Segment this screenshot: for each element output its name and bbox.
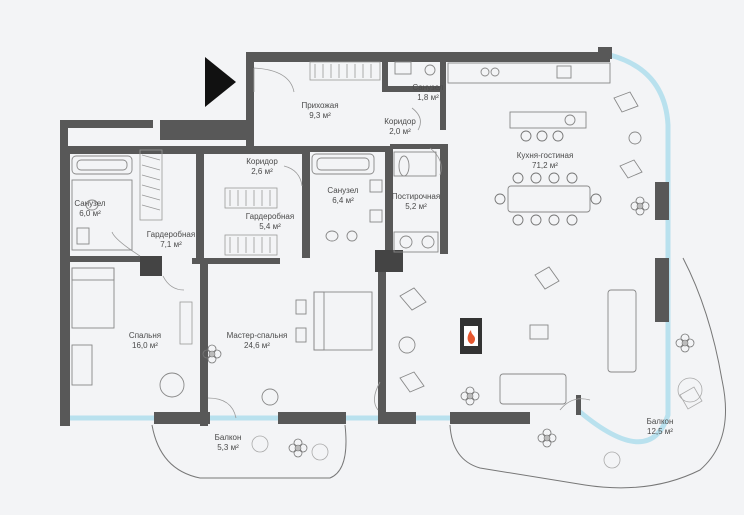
svg-text:5,4 м²: 5,4 м² xyxy=(259,222,281,231)
washing-machine-icon xyxy=(393,231,439,253)
svg-text:9,3 м²: 9,3 м² xyxy=(309,111,331,120)
balcony-outline-large xyxy=(449,257,727,489)
room-label-corridor-1: Коридор 2,0 м² xyxy=(384,117,416,136)
svg-text:Кухня-гостиная: Кухня-гостиная xyxy=(517,151,574,160)
room-label-wardrobe-left: Гардеробная 7,1 м² xyxy=(147,230,195,249)
room-label-laundry: Постирочная 5,2 м² xyxy=(392,192,440,211)
room-label-balcony-small: Балкон 5,3 м² xyxy=(215,433,242,452)
svg-text:6,0 м²: 6,0 м² xyxy=(79,209,101,218)
wardrobe-icon xyxy=(139,149,163,221)
walls xyxy=(60,47,669,426)
entrance-arrow-icon xyxy=(205,57,236,107)
fireplace-icon xyxy=(460,318,482,354)
svg-text:Коридор: Коридор xyxy=(384,117,416,126)
balcony-furniture xyxy=(251,377,703,469)
master-bed-icon xyxy=(261,287,427,406)
dining-table-icon xyxy=(494,172,602,226)
svg-text:Мастер-спальня: Мастер-спальня xyxy=(227,331,288,340)
sofa-icon xyxy=(607,289,637,373)
toilet-icon xyxy=(325,230,339,242)
bed-icon xyxy=(71,267,185,398)
room-label-bath-middle: Санузел 6,4 м² xyxy=(327,186,358,205)
svg-text:2,0 м²: 2,0 м² xyxy=(389,127,411,136)
room-label-bath-left: Санузел 6,0 м² xyxy=(74,199,105,218)
svg-text:5,3 м²: 5,3 м² xyxy=(217,443,239,452)
room-label-master-bedroom: Мастер-спальня 24,6 м² xyxy=(227,331,288,350)
laundry-fixtures xyxy=(393,151,439,253)
svg-text:Гардеробная: Гардеробная xyxy=(147,230,195,239)
svg-text:1,8 м²: 1,8 м² xyxy=(417,93,439,102)
sink-icon xyxy=(76,227,90,245)
wardrobes xyxy=(139,61,381,345)
svg-text:71,2 м²: 71,2 м² xyxy=(532,161,558,170)
room-label-hall: Прихожая 9,3 м² xyxy=(301,101,338,120)
room-label-wardrobe-middle: Гардеробная 5,4 м² xyxy=(246,212,294,231)
room-label-bath-small: Санузел 1,8 м² xyxy=(412,83,443,102)
svg-text:Коридор: Коридор xyxy=(246,157,278,166)
svg-text:2,6 м²: 2,6 м² xyxy=(251,167,273,176)
svg-text:5,2 м²: 5,2 м² xyxy=(405,202,427,211)
bathtub-icon xyxy=(311,153,375,175)
bath-small-fixtures xyxy=(394,61,436,76)
room-label-kitchen-living: Кухня-гостиная 71,2 м² xyxy=(517,151,574,170)
room-label-corridor-2: Коридор 2,6 м² xyxy=(246,157,278,176)
svg-text:24,6 м²: 24,6 м² xyxy=(244,341,270,350)
door-swings xyxy=(111,67,591,419)
svg-text:Прихожая: Прихожая xyxy=(301,101,338,110)
toilet-icon xyxy=(85,199,99,211)
svg-text:Санузел: Санузел xyxy=(327,186,358,195)
armchair-icon xyxy=(534,266,560,290)
bathtub-icon xyxy=(71,155,133,175)
balcony-outline-small xyxy=(151,424,347,479)
kitchen-fixtures xyxy=(447,62,611,142)
sink-icon xyxy=(424,64,436,76)
svg-text:6,4 м²: 6,4 м² xyxy=(332,196,354,205)
bath-middle-fixtures xyxy=(311,153,383,242)
living-furniture xyxy=(499,91,643,405)
bath-left-fixtures xyxy=(71,155,133,251)
glazing xyxy=(65,52,671,445)
svg-text:Постирочная: Постирочная xyxy=(392,192,440,201)
room-label-bedroom: Спальня 16,0 м² xyxy=(129,331,161,350)
svg-text:Гардеробная: Гардеробная xyxy=(246,212,294,221)
svg-text:Спальня: Спальня xyxy=(129,331,161,340)
svg-text:7,1 м²: 7,1 м² xyxy=(160,240,182,249)
svg-text:Балкон: Балкон xyxy=(215,433,242,442)
svg-text:16,0 м²: 16,0 м² xyxy=(132,341,158,350)
